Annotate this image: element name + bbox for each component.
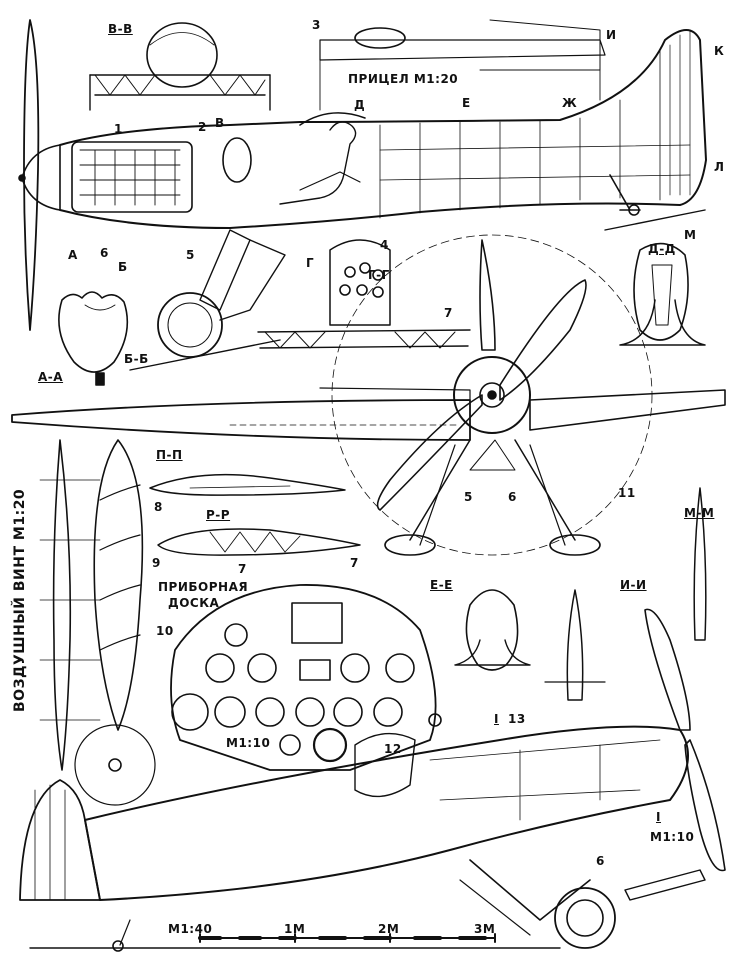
wing-profiles: [149, 473, 361, 556]
cut-mark-zh: Ж: [562, 96, 578, 110]
propeller-blade-drawings: [39, 439, 156, 806]
part-5b: 5: [464, 490, 473, 504]
scale-tick-3m: 3М: [474, 922, 496, 936]
section-label-dd: Д-Д: [648, 242, 676, 256]
scale-label: М1:40: [168, 922, 213, 936]
scale-tick-2m: 2М: [378, 922, 400, 936]
section-gg: [257, 239, 471, 349]
section-label-ee: Е-Е: [430, 578, 453, 592]
section-label-bb: Б-Б: [124, 352, 149, 366]
section-bb-aa: [58, 291, 129, 386]
detail-scale: М1:10: [650, 830, 695, 844]
cut-mark-b: Б: [118, 260, 128, 274]
front-view: [11, 234, 726, 556]
part-1: 1: [114, 122, 123, 136]
panel-scale: М1:10: [226, 736, 271, 750]
part-5a: 5: [186, 248, 195, 262]
section-label-aa: А-А: [38, 370, 64, 384]
part-7a: 7: [444, 306, 453, 320]
part-9: 9: [152, 556, 161, 570]
part-2: 2: [198, 120, 207, 134]
section-label-ii: И-И: [620, 578, 647, 592]
three-quarter-view: [19, 608, 726, 952]
section-dd: [619, 242, 706, 346]
panel-caption-line2: ДОСКА: [168, 596, 220, 610]
sight-caption: ПРИЦЕЛ М1:20: [348, 72, 459, 86]
part-4: 4: [380, 238, 389, 252]
detail-marker-i: I: [494, 712, 499, 726]
instrument-panel-drawing: [170, 584, 442, 771]
detail-label-i: I: [656, 810, 661, 824]
part-6c: 6: [596, 854, 605, 868]
part-12: 12: [384, 742, 402, 756]
part-13: 13: [508, 712, 526, 726]
gunsight-drawing: [319, 19, 606, 111]
section-label-vv: В-В: [108, 22, 133, 36]
section-vv-frame: [89, 22, 271, 111]
scale-tick-1m: 1М: [284, 922, 306, 936]
section-label-gg: Г-Г: [368, 268, 390, 282]
part-3: 3: [312, 18, 321, 32]
cut-mark-e: Е: [462, 96, 471, 110]
propeller-caption: ВОЗДУШНЫЙ ВИНТ М1:20: [12, 488, 28, 712]
cut-mark-d: Д: [354, 98, 366, 112]
scale-bar-drawing: [198, 933, 496, 943]
part-8: 8: [154, 500, 163, 514]
section-label-rr: Р-Р: [206, 508, 231, 522]
side-view-fuselage: [18, 19, 707, 371]
part-7b: 7: [238, 562, 247, 576]
section-label-pp: П-П: [156, 448, 183, 462]
cut-mark-i: И: [606, 28, 617, 42]
cut-mark-m: М: [684, 228, 697, 242]
section-label-mm: М-М: [684, 506, 715, 520]
sections-ee-ii-mm: [454, 487, 707, 701]
panel-caption-line1: ПРИБОРНАЯ: [158, 580, 249, 594]
part-10: 10: [156, 624, 174, 638]
cut-mark-v: В: [215, 116, 225, 130]
part-6a: 6: [100, 246, 109, 260]
cut-mark-a: А: [68, 248, 78, 262]
part-7c: 7: [350, 556, 359, 570]
part-11: 11: [618, 486, 636, 500]
cut-mark-l: Л: [714, 160, 725, 174]
cut-mark-g: Г: [306, 256, 315, 270]
part-6b: 6: [508, 490, 517, 504]
cut-mark-k: К: [714, 44, 725, 58]
